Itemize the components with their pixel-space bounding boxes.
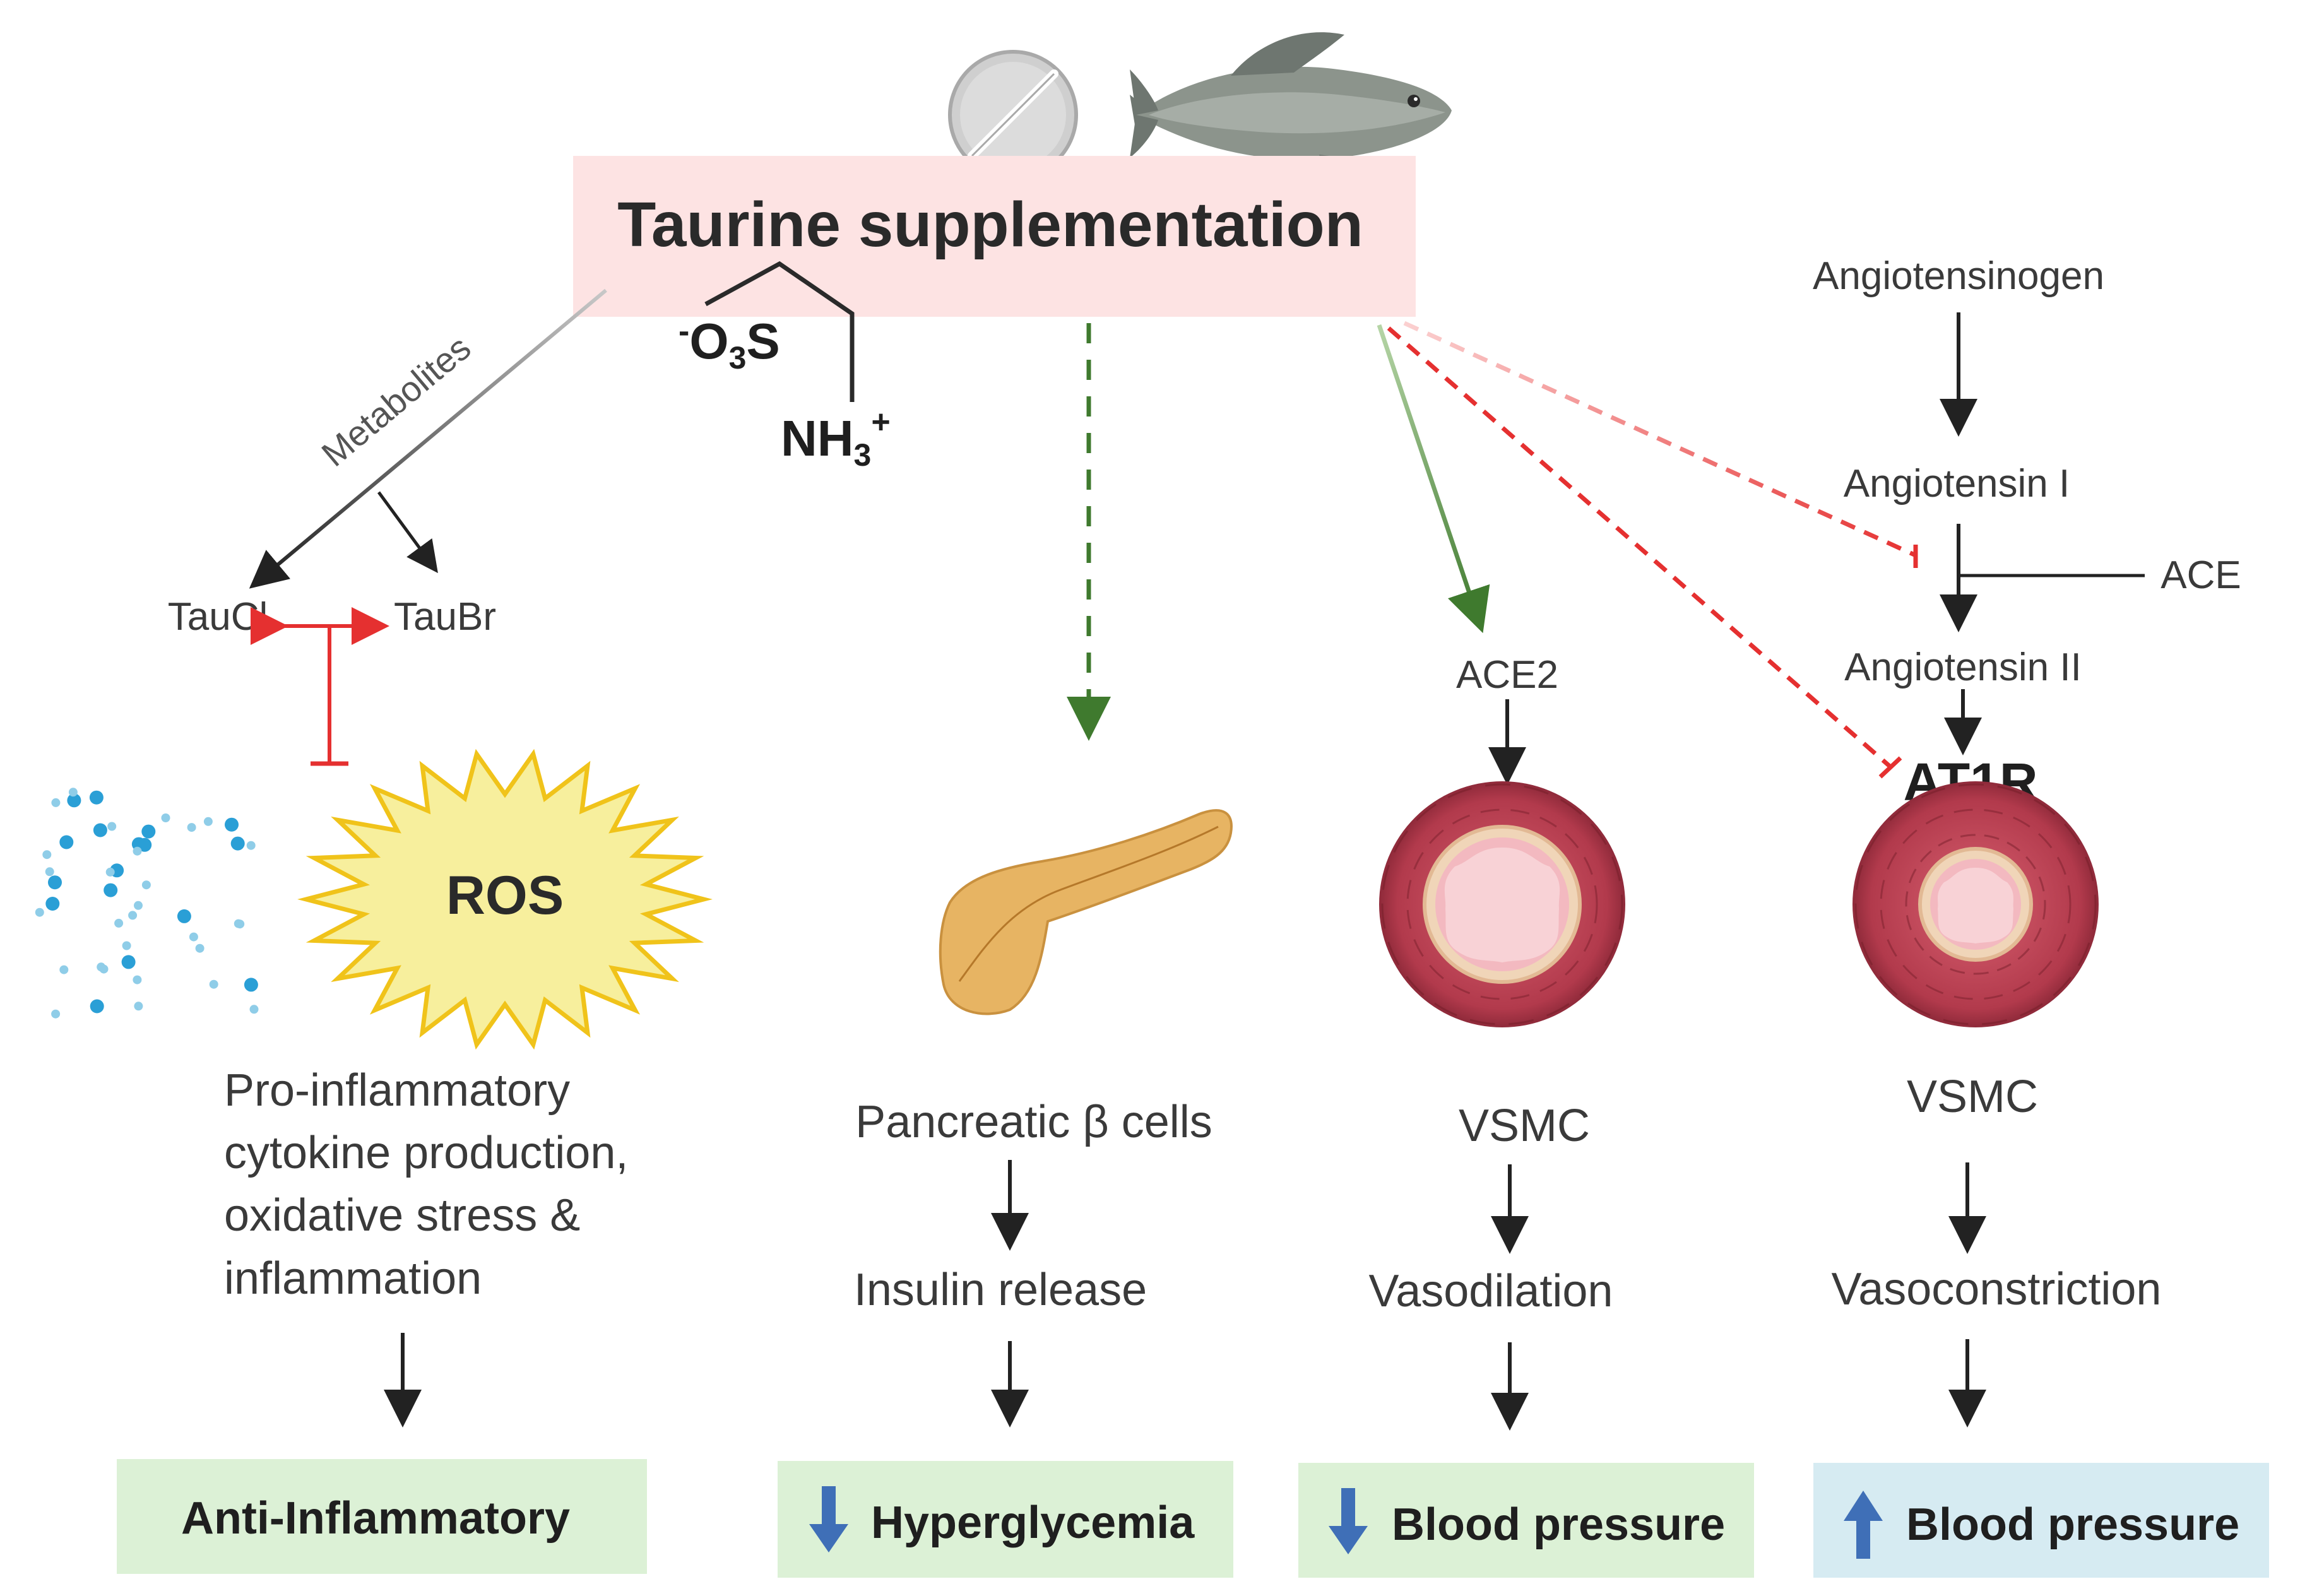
up-arrow-icon xyxy=(1844,1491,1883,1559)
free-radical-dots xyxy=(35,788,259,1019)
svg-text:-O3S: -O3S xyxy=(679,313,780,375)
radical-dot xyxy=(141,880,151,890)
amine-n: NH xyxy=(781,410,854,466)
column-inflammation: Pro-inflammatory cytokine production, ox… xyxy=(117,1065,647,1574)
radical-dot xyxy=(67,793,81,808)
radical-dot xyxy=(128,911,138,920)
radical-dot xyxy=(133,975,142,984)
radical-dot xyxy=(122,941,131,950)
sulfonate-charge: - xyxy=(679,313,689,350)
col4-precursor: Angiotensinogen xyxy=(1813,254,2104,298)
radical-dot xyxy=(89,790,104,805)
radical-dot xyxy=(107,822,117,831)
column-pancreas: Pancreatic β cells Insulin release Hyper… xyxy=(778,323,1233,1578)
sulfonate-s: S xyxy=(746,313,780,369)
radical-dot xyxy=(51,1009,61,1019)
radical-dot xyxy=(225,817,239,832)
taucl-label: TauCl xyxy=(168,595,268,639)
radical-dot xyxy=(187,823,196,832)
sulfonate-o: O xyxy=(689,313,728,369)
col4-cells: VSMC xyxy=(1907,1072,2038,1122)
col4-enzyme: ACE xyxy=(2161,553,2241,597)
radical-dot xyxy=(230,836,245,851)
col2-cells: Pancreatic β cells xyxy=(855,1097,1212,1147)
col1-outcome: Anti-Inflammatory xyxy=(181,1493,570,1544)
radical-dot xyxy=(161,813,170,822)
radical-dot xyxy=(45,867,54,877)
col1-line4: inflammation xyxy=(224,1253,482,1304)
radical-dot xyxy=(138,837,152,852)
col3-cells: VSMC xyxy=(1459,1101,1590,1151)
metabolites-arrow: Metabolites xyxy=(249,288,607,589)
radical-dot xyxy=(104,883,118,897)
radical-dot xyxy=(99,964,109,974)
outcome-box-blood-pressure-up xyxy=(1813,1463,2269,1578)
radical-dot xyxy=(133,846,142,856)
ros-inhibition-symbol xyxy=(251,607,389,766)
radical-dot xyxy=(246,841,256,850)
radical-dot xyxy=(134,1002,143,1011)
radical-dot xyxy=(121,955,136,969)
sulfonate-sub: 3 xyxy=(729,340,747,375)
col1-line2: cytokine production, xyxy=(224,1128,628,1178)
outcome-box-blood-pressure-down xyxy=(1298,1463,1754,1578)
radical-dot xyxy=(195,943,205,953)
ros-burst: ROS xyxy=(297,748,713,1050)
radical-dot xyxy=(42,850,52,860)
svg-text:NH3+: NH3+ xyxy=(781,404,891,473)
radical-dot xyxy=(177,909,191,923)
col3-outcome: Blood pressure xyxy=(1392,1499,1725,1550)
col3-step: Vasodilation xyxy=(1369,1266,1613,1316)
radical-dot xyxy=(134,901,143,910)
taubr-label: TauBr xyxy=(394,595,496,639)
radical-dot xyxy=(234,919,243,928)
radical-dot xyxy=(249,1005,259,1014)
col1-line1: Pro-inflammatory xyxy=(224,1065,570,1116)
col2-step: Insulin release xyxy=(854,1265,1147,1315)
diagram-title: Taurine supplementation xyxy=(617,189,1363,260)
radical-dot xyxy=(105,867,115,877)
column-vasodilation: ACE2 VSMC Vasodilation Blood pressure xyxy=(1298,324,1754,1578)
amine-charge: + xyxy=(871,404,890,440)
radical-dot xyxy=(93,823,107,837)
amine-sub: 3 xyxy=(854,437,872,473)
radical-dot xyxy=(59,965,69,974)
column-raas: Angiotensinogen Angiotensin I ACE Angiot… xyxy=(1387,254,2269,1578)
col4-step: Vasoconstriction xyxy=(1832,1264,2162,1315)
down-arrow-icon xyxy=(809,1486,848,1552)
metabolites-label: Metabolites xyxy=(314,328,478,474)
taurine-structure: -O3S NH3+ xyxy=(679,261,891,473)
col1-line3: oxidative stress & xyxy=(224,1190,580,1241)
radical-dot xyxy=(35,907,44,917)
radical-dot xyxy=(45,897,60,911)
down-arrow-icon xyxy=(1329,1488,1368,1554)
pill-icon xyxy=(948,50,1078,180)
radical-dot xyxy=(141,824,156,839)
radical-dot xyxy=(189,932,198,942)
radical-dot xyxy=(244,978,258,992)
radical-dot xyxy=(51,798,61,807)
radical-dot xyxy=(209,979,218,989)
radical-dot xyxy=(114,918,124,928)
col3-receptor: ACE2 xyxy=(1456,653,1558,697)
outcome-box-anti-inflammatory xyxy=(117,1459,647,1574)
title-box xyxy=(573,156,1416,317)
col2-outcome: Hyperglycemia xyxy=(871,1498,1195,1548)
pancreas-icon xyxy=(939,809,1233,1015)
outcome-box-hyperglycemia xyxy=(778,1461,1233,1578)
radical-dot xyxy=(68,788,78,797)
col4-ang1: Angiotensin I xyxy=(1844,462,2070,505)
ros-label: ROS xyxy=(446,865,564,926)
radical-dot xyxy=(48,875,62,890)
blood-vessel-dilated-icon xyxy=(1379,781,1625,1027)
col4-ang2: Angiotensin II xyxy=(1844,646,2082,689)
col4-outcome: Blood pressure xyxy=(1906,1499,2239,1550)
radical-dot xyxy=(59,835,74,849)
radical-dot xyxy=(90,999,104,1014)
blood-vessel-constricted-icon xyxy=(1852,781,2099,1027)
radical-dot xyxy=(203,817,213,826)
